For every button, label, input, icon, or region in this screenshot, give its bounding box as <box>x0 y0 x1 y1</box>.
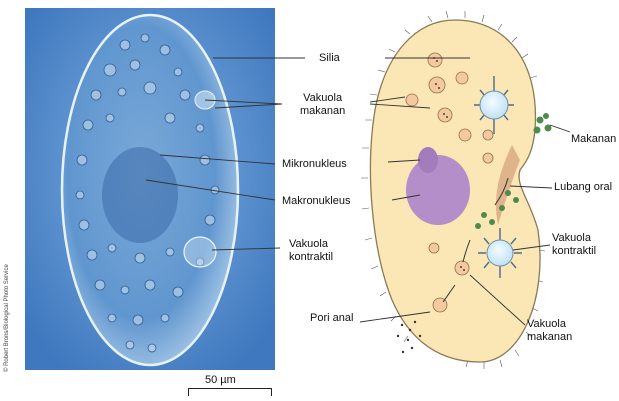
micrograph-vacuole-bottom <box>184 237 216 267</box>
label-vakuola-makanan-top: Vakuola makanan <box>300 92 345 118</box>
label-vakuola-kontraktil-right-line2: kontraktil <box>552 245 596 258</box>
scale-bar-label: 50 µm <box>205 374 236 386</box>
scale-bar <box>188 388 272 389</box>
label-vakuola-makanan-bottom-line1: Vakuola <box>527 318 572 331</box>
label-vakuola-makanan-top-line1: Vakuola <box>300 92 345 105</box>
label-vakuola-kontraktil-right-line1: Vakuola <box>552 232 596 245</box>
drawing <box>361 11 552 369</box>
micrograph-credit: © Robert Brons/Biological Photo Service <box>4 264 10 372</box>
label-vakuola-makanan-bottom: Vakuola makanan <box>527 318 572 344</box>
label-vakuola-kontraktil-right: Vakuola kontraktil <box>552 232 596 258</box>
label-silia: Silia <box>319 52 340 65</box>
drawn-macronucleus <box>406 155 470 225</box>
label-vakuola-kontraktil-left-line2: kontraktil <box>289 251 333 264</box>
label-vakuola-kontraktil-left-line1: Vakuola <box>289 238 333 251</box>
label-makronukleus: Makronukleus <box>282 195 350 208</box>
label-vakuola-makanan-bottom-line2: makanan <box>527 331 572 344</box>
label-pori-anal: Pori anal <box>310 312 353 325</box>
label-lubang-oral: Lubang oral <box>554 181 612 194</box>
micrograph <box>25 8 275 370</box>
label-vakuola-kontraktil-left: Vakuola kontraktil <box>289 238 333 264</box>
label-makanan: Makanan <box>571 133 616 146</box>
label-vakuola-makanan-top-line2: makanan <box>300 105 345 118</box>
micrograph-macronucleus <box>102 147 178 243</box>
label-mikronukleus: Mikronukleus <box>282 158 347 171</box>
drawn-micronucleus <box>418 147 438 173</box>
